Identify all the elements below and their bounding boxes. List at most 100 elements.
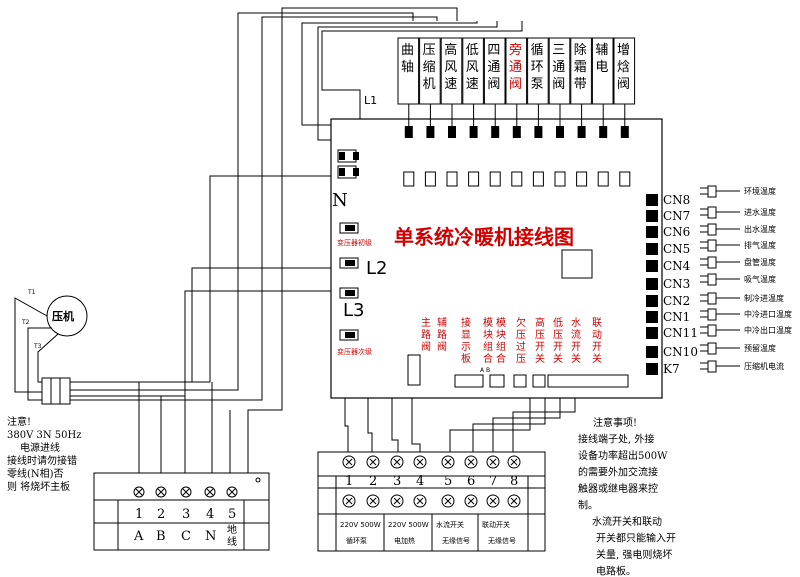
sensor-label: 排气温度	[744, 240, 776, 250]
connector-k7: K7	[663, 362, 680, 376]
relay-label-char: 除	[574, 43, 587, 58]
relay-label-char: 增	[617, 43, 630, 58]
relay-unit	[403, 171, 415, 187]
connector-cn1: CN1	[663, 310, 690, 324]
relay-label-char: 旁	[509, 42, 522, 58]
terminal-right-number: 6	[467, 474, 475, 489]
relay-terminal	[620, 126, 629, 138]
sensor-plug	[707, 223, 717, 236]
relay-terminal	[577, 126, 586, 138]
relay-label-char: 循	[531, 43, 544, 58]
terminal-screw	[441, 455, 455, 469]
relay-terminal	[556, 126, 564, 138]
relay-label-char: 阀	[617, 77, 630, 92]
relay-label-char: 阀	[552, 77, 565, 92]
right-note-line: 制。	[578, 499, 598, 512]
relay-label-char: 电	[595, 60, 608, 75]
board-signal-char: 关	[553, 352, 563, 365]
relay-unit	[576, 171, 588, 187]
terminal-group-line2: 电加热	[394, 536, 415, 545]
relay-label-char: 压	[423, 43, 436, 58]
left-note-line: 零线(N相)否	[7, 467, 64, 480]
right-note-line: 触器或继电器来控	[578, 482, 658, 495]
n-label: N	[332, 190, 348, 211]
relay-unit	[468, 171, 480, 187]
relay-label-char: 通	[509, 60, 522, 75]
left-note-line: 注意!	[7, 415, 31, 428]
connector-block	[646, 327, 658, 339]
board-signal-char: 辅	[437, 316, 447, 329]
board-signal-char: 高	[535, 316, 545, 329]
connector-block	[646, 210, 658, 222]
l2-label: L2	[366, 258, 387, 279]
connector-block	[646, 311, 658, 323]
sensor-label: 环境温度	[744, 186, 776, 196]
sensor-label: 进水温度	[744, 207, 776, 217]
relay-label-char: 泵	[531, 77, 544, 92]
terminal-left-label: A	[133, 529, 144, 544]
sensor-plug	[707, 256, 717, 269]
connector-cn6: CN6	[663, 225, 690, 239]
relay-label-char: 轴	[401, 60, 414, 75]
right-note-line: 注意事项!	[593, 416, 637, 429]
connector-block	[646, 363, 658, 375]
relay-unit	[554, 171, 566, 187]
terminal-right-number: 1	[345, 474, 353, 489]
board-signal-char: 低	[553, 316, 563, 329]
board-signal-char: 示	[461, 342, 471, 353]
relay-label-char: 三	[552, 43, 565, 58]
sensor-plug	[707, 324, 717, 337]
board-signal-char: 路	[437, 328, 447, 341]
relay-label-char: 机	[423, 77, 436, 92]
terminal-left-number: 4	[206, 507, 214, 522]
ab-label: A B	[480, 367, 490, 374]
terminal-group-line1: 220V 500W	[340, 521, 381, 529]
terminal-group-line1: 水流开关	[436, 520, 464, 529]
sensor-label: 中冷进口温度	[744, 309, 792, 319]
relay-unit	[532, 171, 544, 187]
terminal-right-number: 3	[393, 474, 401, 489]
board-signal-char: 主	[421, 317, 431, 329]
board-signal-char: 板	[461, 352, 471, 365]
sensor-label: 出水温度	[744, 224, 776, 234]
connector-cn4: CN4	[663, 259, 691, 273]
relay-unit	[511, 171, 523, 187]
relay-label-char: 四	[487, 43, 500, 58]
board-signal-char: 开	[553, 342, 563, 353]
relay-terminal	[426, 126, 435, 138]
right-note-line: 开关都只能输入开	[596, 532, 676, 545]
sensor-label: 吸气温度	[744, 274, 776, 284]
board-signal-char: 阀	[437, 340, 447, 353]
sensor-plug	[707, 308, 717, 321]
relay-label-box	[483, 37, 506, 105]
board-signal-char: 欠	[516, 316, 526, 329]
connector-cn8: CN8	[663, 193, 690, 207]
relay-label-char: 曲	[401, 43, 414, 58]
relay-label-char: 带	[574, 77, 587, 92]
sensor-label: 制冷进温度	[744, 293, 784, 303]
terminal-screw	[155, 486, 167, 498]
board-signal-char: 组	[496, 340, 506, 353]
connector-block	[646, 194, 658, 206]
connector-block	[646, 346, 658, 358]
terminal-left-label: 线	[227, 535, 237, 548]
relay-unit	[489, 171, 501, 187]
terminal-right-number: 7	[489, 474, 497, 489]
relay-label-char: 辅	[595, 43, 608, 58]
right-note-line: 接线端子处, 外接	[578, 433, 654, 446]
terminal-group-line2: 无缘信号	[488, 536, 516, 545]
board-signal-char: 动	[592, 329, 602, 341]
right-note-line: 设备功率超出500W	[578, 449, 668, 462]
board-signal-char: 合	[496, 352, 506, 365]
board-signal-char: 块	[483, 329, 493, 341]
connector-cn7: CN7	[663, 209, 690, 223]
board-signal-char: 模	[496, 317, 506, 329]
connector-block	[646, 278, 658, 290]
board-signal-char: 关	[571, 352, 581, 365]
sensor-plug	[707, 273, 717, 286]
relay-terminal	[448, 126, 456, 138]
connector-cn3: CN3	[663, 277, 690, 291]
board-signal-char: 开	[571, 342, 581, 353]
